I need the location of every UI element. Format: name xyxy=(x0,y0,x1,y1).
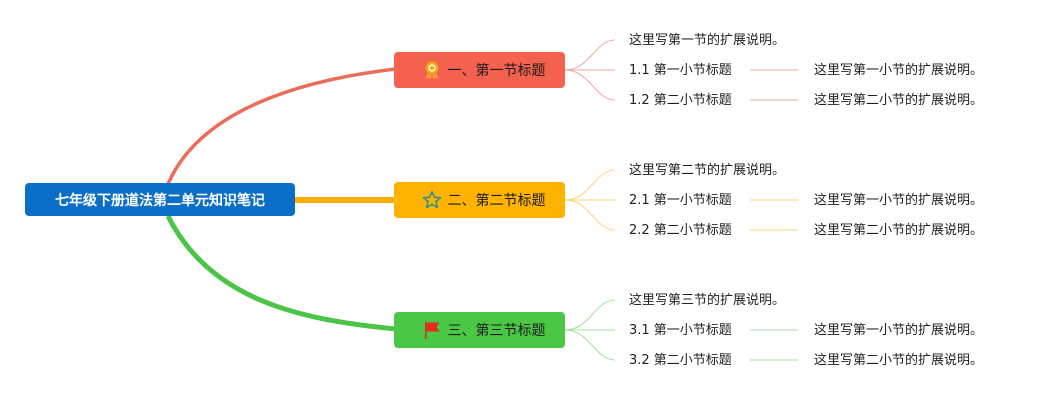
section-3-note[interactable]: 这里写第三节的扩展说明。 xyxy=(629,293,786,308)
red-flag-icon xyxy=(424,322,439,339)
subtopic-2-1[interactable]: 2.1 第一小节标题 xyxy=(629,193,732,208)
section-2-topic[interactable]: 二、第二节标题 xyxy=(394,182,565,218)
subtopic-3-2-note[interactable]: 这里写第二小节的扩展说明。 xyxy=(814,353,984,368)
root-topic[interactable]: 七年级下册道法第二单元知识笔记 xyxy=(25,183,295,216)
subtopic-2-2-note[interactable]: 这里写第二小节的扩展说明。 xyxy=(814,223,984,238)
section-2-note[interactable]: 这里写第二节的扩展说明。 xyxy=(629,163,786,178)
section-1-note[interactable]: 这里写第一节的扩展说明。 xyxy=(629,33,786,48)
subtopic-2-1-note[interactable]: 这里写第一小节的扩展说明。 xyxy=(814,193,984,208)
section-2-fan xyxy=(564,169,798,231)
subtopic-3-1[interactable]: 3.1 第一小节标题 xyxy=(629,323,732,338)
branch-line-section-1 xyxy=(166,67,397,185)
subtopic-1-1[interactable]: 1.1 第一小节标题 xyxy=(629,63,732,78)
section-1-label: 一、第一节标题 xyxy=(447,63,546,79)
section-3-label: 三、第三节标题 xyxy=(447,323,546,339)
award-ribbon-icon xyxy=(424,61,439,80)
subtopic-1-2[interactable]: 1.2 第二小节标题 xyxy=(629,93,732,108)
root-topic-label: 七年级下册道法第二单元知识笔记 xyxy=(55,192,265,209)
star-outline-icon xyxy=(422,190,441,209)
subtopic-2-2[interactable]: 2.2 第二小节标题 xyxy=(629,223,732,238)
subtopic-1-2-note[interactable]: 这里写第二小节的扩展说明。 xyxy=(814,93,984,108)
subtopic-1-1-note[interactable]: 这里写第一小节的扩展说明。 xyxy=(814,63,984,78)
branch-line-section-3 xyxy=(165,214,397,332)
section-1-topic[interactable]: 一、第一节标题 xyxy=(394,52,565,88)
section-1-fan xyxy=(564,39,798,101)
subtopic-3-1-note[interactable]: 这里写第一小节的扩展说明。 xyxy=(814,323,984,338)
section-3-topic[interactable]: 三、第三节标题 xyxy=(394,312,565,348)
subtopic-3-2[interactable]: 3.2 第二小节标题 xyxy=(629,353,732,368)
section-2-label: 二、第二节标题 xyxy=(447,193,546,209)
section-3-fan xyxy=(564,299,798,361)
